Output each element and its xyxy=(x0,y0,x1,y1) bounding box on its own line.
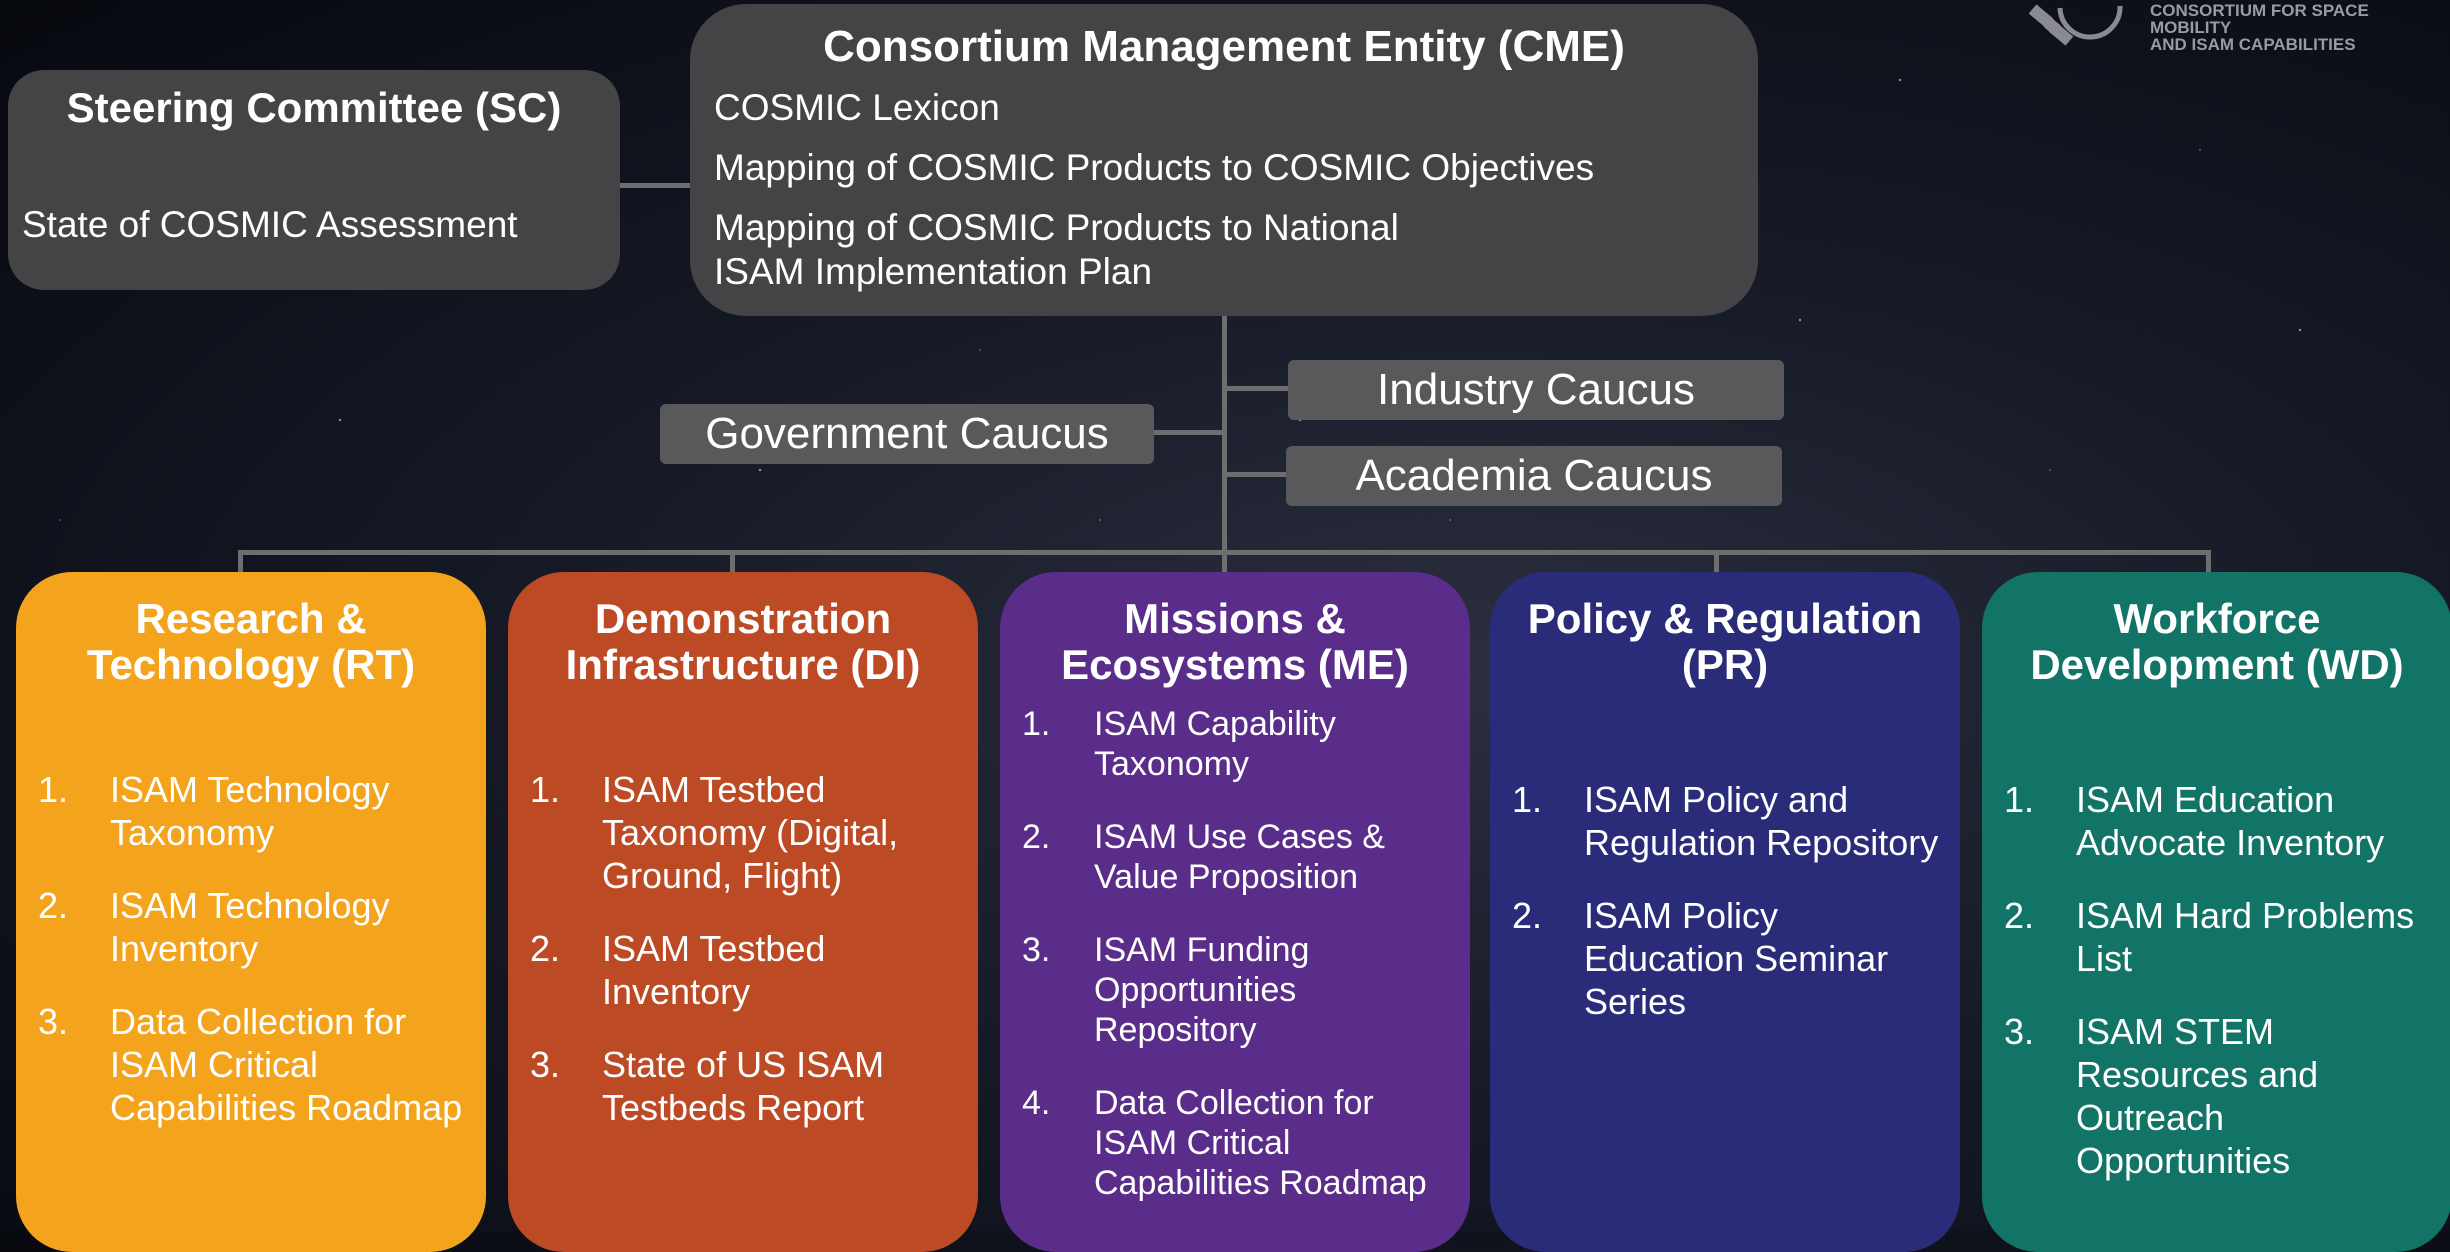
steering-committee-box: Steering Committee (SC) State of COSMIC … xyxy=(8,70,620,290)
steering-committee-item: State of COSMIC Assessment xyxy=(22,204,518,245)
list-item: 2.ISAM Testbed Inventory xyxy=(530,928,826,1012)
list-item: 1.ISAM Education Advocate Inventory xyxy=(2004,779,2385,863)
connector-government xyxy=(1154,430,1224,435)
list-item: 2.ISAM Hard Problems List xyxy=(2004,895,2415,979)
list-item: 3.ISAM STEM Resources and Outreach Oppor… xyxy=(2004,1011,2319,1181)
missions-ecosystems-column: Missions & Ecosystems (ME) 1.ISAM Capabi… xyxy=(1000,572,1470,1252)
connector-industry xyxy=(1224,386,1288,391)
cme-item-list: COSMIC Lexicon Mapping of COSMIC Product… xyxy=(714,86,1714,310)
policy-regulation-column: Policy & Regulation (PR) 1.ISAM Policy a… xyxy=(1490,572,1960,1252)
connector-rt xyxy=(238,550,243,574)
column-title: Research & Technology (RT) xyxy=(86,595,416,688)
logo-text-line1: CONSORTIUM FOR SPACE MOBILITY xyxy=(2150,1,2369,37)
column-item-list: 1.ISAM Technology Taxonomy 2.ISAM Techno… xyxy=(38,768,470,1159)
column-item-list: 1.ISAM Testbed Taxonomy (Digital, Ground… xyxy=(530,768,962,1159)
satellite-icon xyxy=(2028,4,2123,46)
academia-caucus: Academia Caucus xyxy=(1286,446,1782,506)
connector-wd xyxy=(2206,550,2211,574)
connector-di xyxy=(730,550,735,574)
cme-item: Mapping of COSMIC Products to COSMIC Obj… xyxy=(714,147,1595,188)
column-item-list: 1.ISAM Capability Taxonomy 2.ISAM Use Ca… xyxy=(1022,704,1454,1236)
connector-horizontal-bar xyxy=(238,550,2210,555)
government-caucus: Government Caucus xyxy=(660,404,1154,464)
list-item: 2.ISAM Policy Education Seminar Series xyxy=(1512,895,1889,1022)
list-item: 3.ISAM Funding Opportunities Repository xyxy=(1022,931,1310,1049)
cme-item: Mapping of COSMIC Products to National I… xyxy=(714,207,1399,292)
column-item-list: 1.ISAM Education Advocate Inventory 2.IS… xyxy=(2004,778,2436,1212)
connector-trunk xyxy=(1222,316,1227,572)
cme-item: COSMIC Lexicon xyxy=(714,87,1000,128)
list-item: 3.State of US ISAM Testbeds Report xyxy=(530,1044,885,1128)
logo-text-line2: AND ISAM CAPABILITIES xyxy=(2150,35,2356,54)
research-technology-column: Research & Technology (RT) 1.ISAM Techno… xyxy=(16,572,486,1252)
cme-title: Consortium Management Entity (CME) xyxy=(823,22,1625,71)
list-item: 2.ISAM Use Cases & Value Proposition xyxy=(1022,818,1385,896)
list-item: 1.ISAM Policy and Regulation Repository xyxy=(1512,779,1939,863)
industry-caucus: Industry Caucus xyxy=(1288,360,1784,420)
list-item: 1.ISAM Capability Taxonomy xyxy=(1022,705,1336,783)
column-title: Workforce Development (WD) xyxy=(2030,595,2404,688)
list-item: 2.ISAM Technology Inventory xyxy=(38,885,390,969)
list-item: 1.ISAM Testbed Taxonomy (Digital, Ground… xyxy=(530,769,899,896)
steering-committee-title: Steering Committee (SC) xyxy=(66,84,562,131)
list-item: 4.Data Collection for ISAM Critical Capa… xyxy=(1022,1084,1427,1202)
column-title: Demonstration Infrastructure (DI) xyxy=(565,595,921,688)
list-item: 3.Data Collection for ISAM Critical Capa… xyxy=(38,1001,463,1128)
column-title: Missions & Ecosystems (ME) xyxy=(1061,595,1409,688)
list-item: 1.ISAM Technology Taxonomy xyxy=(38,769,390,853)
connector-sc-cme xyxy=(620,183,690,188)
cosmic-logo: CONSORTIUM FOR SPACE MOBILITY AND ISAM C… xyxy=(2020,0,2450,60)
column-item-list: 1.ISAM Policy and Regulation Repository … xyxy=(1512,778,1944,1053)
column-title: Policy & Regulation (PR) xyxy=(1527,595,1923,688)
connector-pr xyxy=(1714,550,1719,574)
workforce-development-column: Workforce Development (WD) 1.ISAM Educat… xyxy=(1982,572,2450,1252)
demonstration-infrastructure-column: Demonstration Infrastructure (DI) 1.ISAM… xyxy=(508,572,978,1252)
connector-academia xyxy=(1224,472,1288,477)
cme-box: Consortium Management Entity (CME) COSMI… xyxy=(690,4,1758,316)
